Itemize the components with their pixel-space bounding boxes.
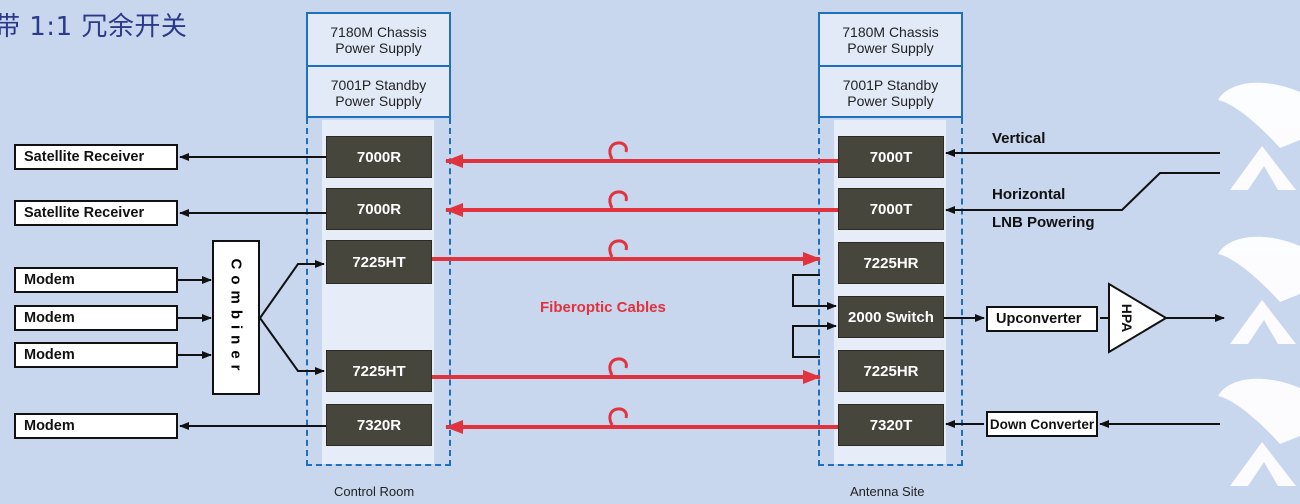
modem-box: Modem: [14, 267, 178, 293]
upconverter-box: Upconverter: [986, 306, 1098, 332]
modem-box: Modem: [14, 413, 178, 439]
antenna-module-7000t-2: 7000T: [838, 188, 944, 230]
control-room-rack: [306, 118, 451, 466]
vertical-label: Vertical: [992, 130, 1046, 147]
antenna-site-power-box: 7180M Chassis Power Supply 7001P Standby…: [818, 12, 963, 118]
control-module-7000r-2: 7000R: [326, 188, 432, 230]
control-module-7000r-1: 7000R: [326, 136, 432, 178]
signal-lines: [178, 149, 1225, 430]
antenna-site-rack: [818, 118, 963, 466]
fiber-cables: [432, 154, 838, 434]
satellite-dish-icon: [1218, 378, 1300, 486]
down-converter-box: Down Converter: [986, 411, 1098, 437]
satellite-receiver-box: Satellite Receiver: [14, 200, 178, 226]
chassis-power-supply-label: 7180M Chassis Power Supply: [308, 14, 449, 67]
satellite-dish-icon: [1218, 82, 1300, 190]
antenna-module-2000-switch: 2000 Switch: [838, 296, 944, 338]
chassis-power-supply-label: 7180M Chassis Power Supply: [820, 14, 961, 67]
control-module-7320r: 7320R: [326, 404, 432, 446]
control-room-power-box: 7180M Chassis Power Supply 7001P Standby…: [306, 12, 451, 118]
modem-box: Modem: [14, 305, 178, 331]
antenna-module-7000t-1: 7000T: [838, 136, 944, 178]
diagram-title: 带 1:1 冗余开关: [0, 12, 188, 42]
antenna-module-7225hr-2: 7225HR: [838, 350, 944, 392]
fiber-loop-icons: [608, 141, 628, 426]
lnb-powering-label: LNB Powering: [992, 214, 1095, 231]
standby-power-supply-label: 7001P Standby Power Supply: [330, 76, 427, 109]
antenna-module-7320t: 7320T: [838, 404, 944, 446]
satellite-dish-icon: [1218, 236, 1300, 344]
modem-box: Modem: [14, 342, 178, 368]
satellite-receiver-box: Satellite Receiver: [14, 144, 178, 170]
control-module-7225ht-1: 7225HT: [326, 240, 432, 284]
standby-power-supply-label: 7001P Standby Power Supply: [842, 76, 939, 109]
control-room-label: Control Room: [334, 484, 415, 499]
control-module-7225ht-2: 7225HT: [326, 350, 432, 392]
hpa-label: HPA: [1119, 304, 1135, 333]
combiner-box: Combiner: [212, 240, 260, 395]
hpa-amplifier: HPA: [1108, 282, 1168, 354]
horizontal-label: Horizontal: [992, 186, 1066, 203]
fiberoptic-cables-label: Fiberoptic Cables: [540, 299, 666, 316]
antenna-module-7225hr-1: 7225HR: [838, 242, 944, 284]
antenna-site-label: Antenna Site: [850, 484, 925, 499]
